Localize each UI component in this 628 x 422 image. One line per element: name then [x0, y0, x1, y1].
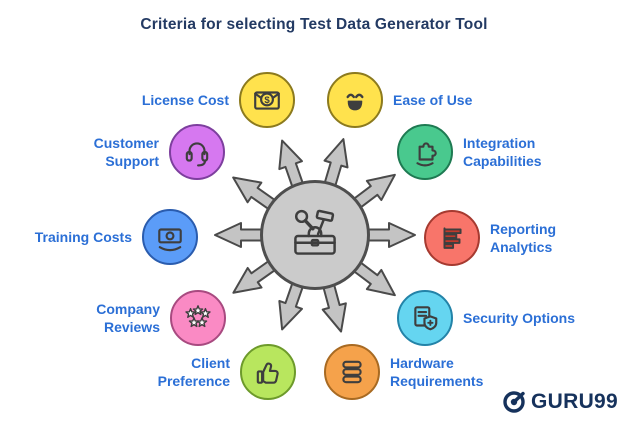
puzzle-hand-icon — [416, 142, 437, 167]
item-hardware-requirements: Hardware Requirements — [324, 344, 502, 400]
toolbox-icon — [294, 209, 336, 255]
item-circle — [169, 124, 225, 180]
item-circle — [424, 210, 480, 266]
stars-icon — [185, 305, 211, 328]
item-client-preference: Client Preference — [144, 344, 296, 400]
item-circle — [397, 124, 453, 180]
shield-plus-icon — [414, 306, 438, 331]
item-label: Security Options — [463, 309, 576, 326]
item-circle — [327, 72, 383, 128]
item-label: Client Preference — [157, 354, 230, 389]
central-hub — [260, 180, 370, 290]
item-label: Hardware Requirements — [390, 354, 484, 389]
item-circle: $ — [239, 72, 295, 128]
item-circle — [240, 344, 296, 400]
item-label: Training Costs — [34, 228, 132, 245]
stacked-drawers-icon — [342, 360, 362, 384]
diagram-title: Criteria for selecting Test Data Generat… — [140, 16, 488, 33]
thumbs-up-icon — [256, 362, 279, 384]
item-reporting-analytics: Reporting Analytics — [424, 210, 572, 266]
guru99-logo: GURU99 — [502, 390, 618, 414]
item-label: Ease of Use — [393, 91, 473, 108]
svg-text:$: $ — [264, 95, 270, 106]
item-label: Reporting Analytics — [490, 220, 557, 255]
item-circle — [324, 344, 380, 400]
guru99-logo-text: GURU99 — [531, 390, 618, 413]
item-circle — [170, 290, 226, 346]
item-label: Integration Capabilities — [463, 134, 542, 169]
item-ease-of-use: Ease of Use — [327, 72, 472, 128]
envelope-dollar-icon: $ — [254, 91, 280, 110]
headset-icon — [185, 142, 209, 167]
item-circle — [397, 290, 453, 346]
item-license-cost: License Cost $ — [142, 72, 295, 128]
banknote-hand-icon — [158, 228, 182, 252]
smiley-icon — [346, 93, 364, 111]
item-label: Customer Support — [93, 134, 159, 169]
item-label: Company Reviews — [96, 300, 160, 335]
item-integration-capabilities: Integration Capabilities — [397, 124, 555, 180]
item-circle — [142, 209, 198, 265]
guru99-logo-icon — [503, 391, 525, 413]
item-training-costs: Training Costs — [35, 209, 198, 265]
item-company-reviews: Company Reviews — [78, 290, 226, 346]
item-label: License Cost — [141, 91, 229, 108]
bar-chart-icon — [443, 227, 462, 249]
item-security-options: Security Options — [397, 290, 575, 346]
item-customer-support: Customer Support — [79, 124, 225, 180]
